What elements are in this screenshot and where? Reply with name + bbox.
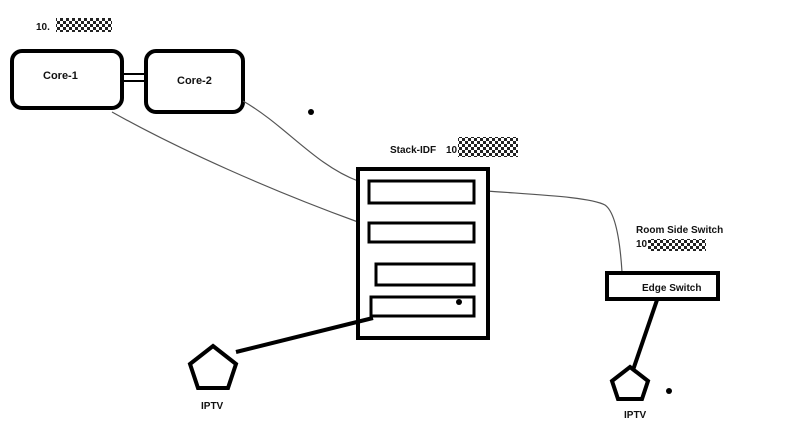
core-1-ip-label: 10. xyxy=(36,22,50,33)
stray-dot xyxy=(308,109,314,115)
iptv-left-node: IPTV xyxy=(187,343,239,412)
core-1-box xyxy=(10,49,124,110)
link-core-1-to-stack xyxy=(111,111,359,223)
iptv-right-node: IPTV xyxy=(609,364,651,421)
iptv-right-label: IPTV xyxy=(624,410,647,421)
core-2-node: Core-2 xyxy=(144,49,245,114)
room-side-switch-ip-label: 10 xyxy=(636,239,648,250)
stack-idf-node: Stack-IDF 10 xyxy=(356,137,518,340)
stack-switch-unit-1 xyxy=(367,179,476,205)
iptv-right-pentagon xyxy=(609,364,651,401)
iptv-left-label: IPTV xyxy=(201,401,224,412)
stack-idf-label: Stack-IDF xyxy=(390,145,436,156)
room-side-switch-ip-redaction xyxy=(648,239,706,251)
stack-switch-unit-3 xyxy=(374,262,476,287)
core-1-label: Core-1 xyxy=(43,70,78,82)
iptv-left-pentagon xyxy=(187,343,239,390)
core-1-node: 10. Core-1 xyxy=(10,18,124,110)
room-side-switch-caption: Room Side Switch xyxy=(636,225,723,236)
core-1-ip-redaction xyxy=(56,18,112,32)
link-stack-to-edge-switch xyxy=(486,190,623,273)
stack-switch-unit-2 xyxy=(367,221,476,244)
stack-switch-unit-4 xyxy=(369,295,476,318)
core-2-label: Core-2 xyxy=(177,75,212,87)
link-core-2-to-stack xyxy=(242,100,359,182)
port-dot xyxy=(456,299,462,305)
stray-dot xyxy=(666,388,672,394)
core-interconnect-link xyxy=(121,73,148,82)
link-stack-to-iptv-left xyxy=(235,316,374,354)
edge-switch-box xyxy=(605,271,720,301)
stack-idf-ip-label: 10 xyxy=(446,145,458,156)
edge-switch-label: Edge Switch xyxy=(642,283,701,294)
room-side-switch-node: Room Side Switch 10 Edge Switch xyxy=(605,225,723,301)
core-2-box xyxy=(144,49,245,114)
stack-idf-ip-redaction xyxy=(458,137,518,157)
link-edge-switch-to-iptv-right xyxy=(631,299,659,371)
